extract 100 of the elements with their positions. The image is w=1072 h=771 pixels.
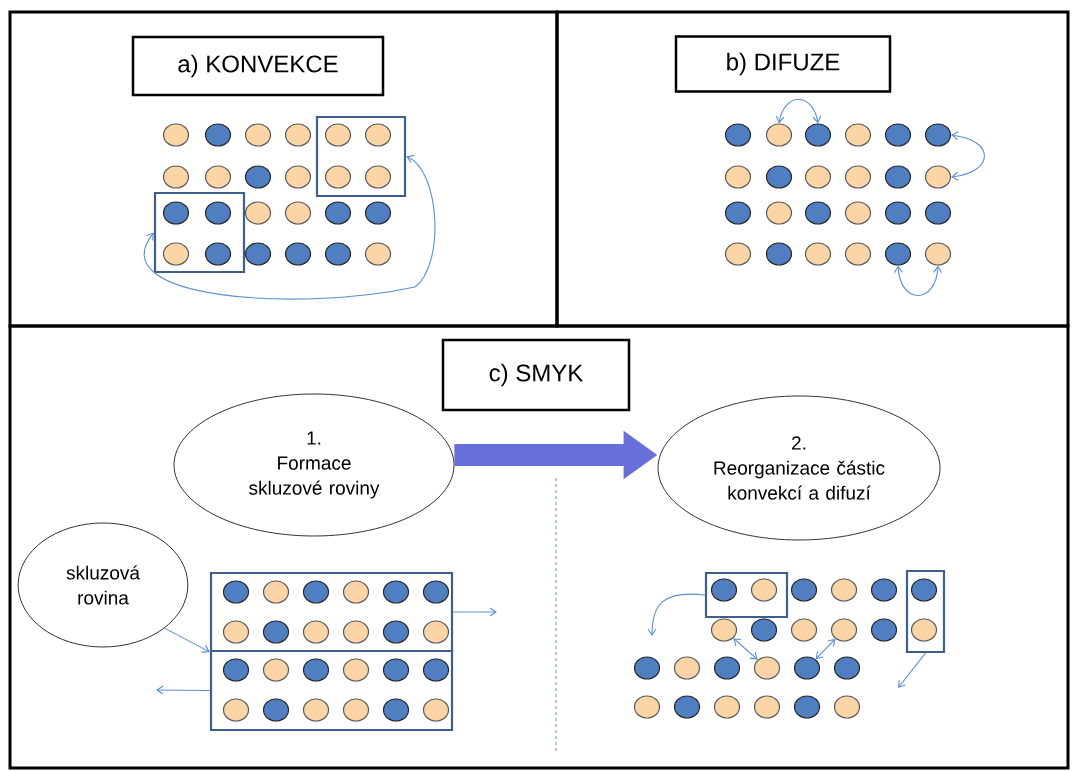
particle [342, 658, 370, 682]
particle [284, 201, 312, 225]
particle [422, 658, 450, 682]
group-frame [905, 569, 946, 654]
particle [244, 242, 272, 266]
particle [804, 123, 832, 147]
particle [804, 165, 832, 189]
particle [302, 658, 330, 682]
arrow [733, 638, 758, 660]
particle [422, 620, 450, 644]
particle [162, 165, 190, 189]
particle [844, 123, 872, 147]
particle [382, 698, 410, 722]
group-frame [209, 571, 454, 653]
particle [222, 698, 250, 722]
particle [422, 698, 450, 722]
arrow [647, 593, 706, 636]
particle [633, 656, 661, 680]
particle [324, 201, 352, 225]
particle [713, 695, 741, 719]
particle [262, 658, 290, 682]
particle [342, 698, 370, 722]
particle [833, 695, 861, 719]
particle [924, 165, 952, 189]
particle [793, 695, 821, 719]
particle [804, 201, 832, 225]
ellipse-bubble: 2. Reorganizace částic konvekcí a difuzí [657, 395, 941, 541]
particle [364, 123, 392, 147]
arrow [452, 607, 497, 617]
particle [204, 165, 232, 189]
ellipse-bubble: 1. Formace skluzové roviny [173, 393, 455, 537]
particle [844, 242, 872, 266]
particle [204, 242, 232, 266]
particle [204, 201, 232, 225]
title-box: a) KONVEKCE [131, 35, 385, 97]
group-frame [153, 191, 246, 274]
panel-frame [8, 324, 1070, 770]
particle [342, 620, 370, 644]
particle [324, 165, 352, 189]
particle [324, 242, 352, 266]
arrow [156, 685, 211, 695]
particle [830, 578, 858, 602]
particle [924, 201, 952, 225]
particle [364, 201, 392, 225]
particle [724, 165, 752, 189]
particle [724, 242, 752, 266]
particle [284, 123, 312, 147]
particle [710, 578, 738, 602]
particle [924, 123, 952, 147]
particle [382, 658, 410, 682]
particle [765, 242, 793, 266]
particle [162, 201, 190, 225]
particle [884, 201, 912, 225]
group-frame [315, 115, 407, 198]
arrow [144, 154, 436, 300]
particle [284, 165, 312, 189]
title-box: b) DIFUZE [674, 35, 892, 93]
particle [884, 242, 912, 266]
particle [364, 165, 392, 189]
particle [844, 201, 872, 225]
arrow [815, 638, 836, 660]
particle [910, 578, 938, 602]
group-frame [209, 649, 454, 732]
particle [162, 242, 190, 266]
particle [844, 165, 872, 189]
particle [262, 620, 290, 644]
particle [724, 201, 752, 225]
particle [765, 165, 793, 189]
title-box: c) SMYK [441, 338, 631, 412]
particle [724, 123, 752, 147]
particle [244, 165, 272, 189]
particle [324, 123, 352, 147]
particle [262, 698, 290, 722]
particle [790, 618, 818, 642]
particle [830, 618, 858, 642]
particle [765, 201, 793, 225]
particle [302, 620, 330, 644]
particle [833, 656, 861, 680]
particle [750, 618, 778, 642]
particle [793, 656, 821, 680]
particle [924, 242, 952, 266]
particle [162, 123, 190, 147]
particle [673, 656, 701, 680]
particle [884, 165, 912, 189]
arrow [164, 627, 210, 653]
particle [870, 578, 898, 602]
particle [753, 695, 781, 719]
particle [713, 656, 741, 680]
particle [870, 618, 898, 642]
arrow [893, 265, 943, 297]
particle [633, 695, 661, 719]
particle [765, 123, 793, 147]
particle [302, 698, 330, 722]
particle [262, 580, 290, 604]
particle [753, 656, 781, 680]
particle [382, 580, 410, 604]
arrow [951, 131, 985, 181]
particle [284, 242, 312, 266]
particle [222, 658, 250, 682]
particle [244, 123, 272, 147]
